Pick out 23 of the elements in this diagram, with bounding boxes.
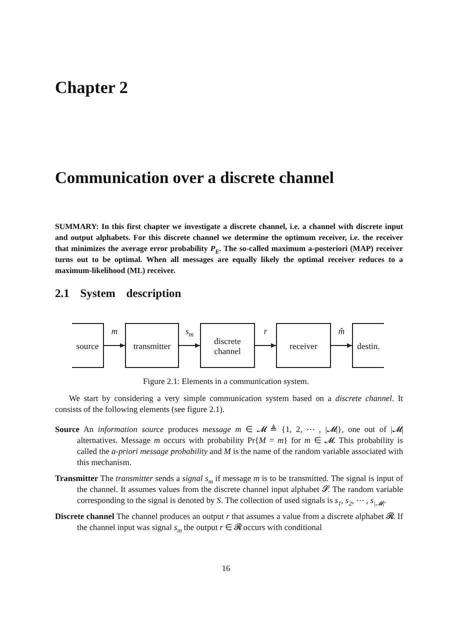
section-heading: 2.1 System description: [55, 288, 182, 300]
chapter-title: Communication over a discrete channel: [55, 168, 334, 188]
chapter-heading: Chapter 2: [55, 78, 128, 98]
node-label: receiver: [290, 340, 318, 350]
process-box: [352, 323, 384, 368]
figure-caption: Figure 2.1: Elements in a communication system.: [142, 377, 310, 386]
process-box: [276, 323, 331, 368]
definition-paragraph: Discrete channel The channel produces an output r that assumes a value from a discrete alphabet 𝓡. If the channel input was signal s$_{m}$ the output r ∈ 𝓡 occurs with conditional: [55, 511, 403, 533]
edge-label: m̂: [337, 326, 346, 336]
node-label: discrete channel: [213, 336, 242, 356]
process-box: [200, 323, 255, 368]
node-label: transmitter: [133, 340, 171, 350]
process-box: [72, 323, 104, 368]
process-box: [125, 323, 179, 368]
arrow: [330, 343, 352, 348]
definition-paragraph: Transmitter The transmitter sends a signals$_{m}$ if message m is to be transmitted. The signal is input of the channel. It assumes values from the discrete channel input alphabet 𝓢. The random variable corresponding to the signal is denoted by S. The collection of used signals is s$_{1}$, s$_{2}$, ⋯ , s$_{|𝓜|}$.: [55, 473, 403, 506]
node-label: source: [76, 340, 99, 350]
page-number: 16: [220, 564, 232, 573]
arrow: [178, 343, 200, 348]
node-label: destin.: [357, 340, 380, 350]
body-paragraph: We start by considering a very simple communication system based on a discrete channel. It consists of the following elements (see figure 2.1).: [55, 393, 403, 415]
arrow: [254, 343, 276, 348]
arrow: [104, 343, 126, 348]
